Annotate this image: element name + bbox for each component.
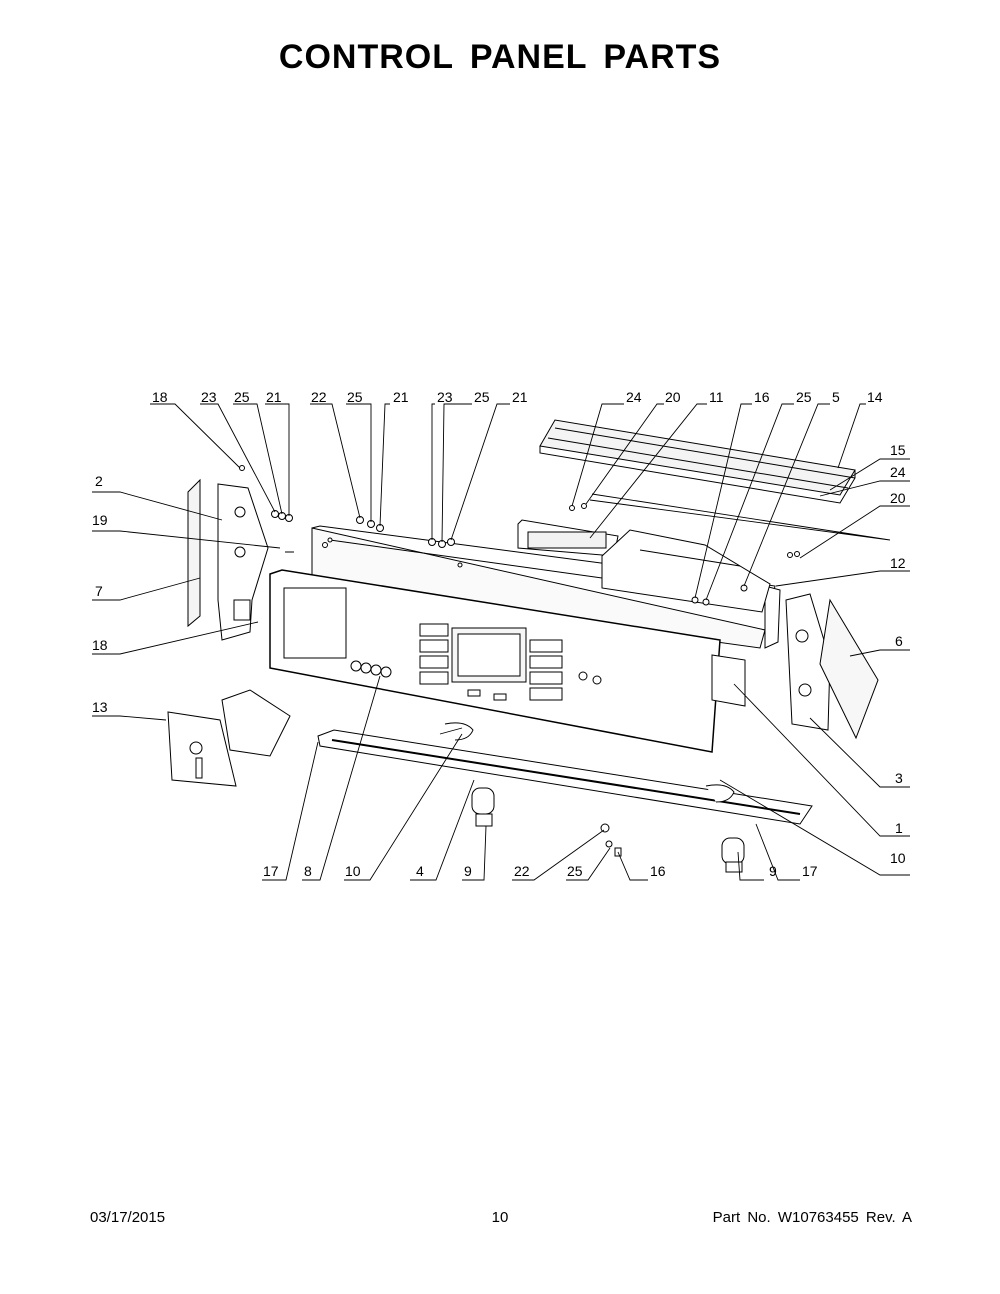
callout-number: 8 [304, 863, 312, 879]
leader-lines [92, 403, 910, 881]
callout-number: 9 [464, 863, 472, 879]
callout-number: 10 [890, 850, 906, 866]
callout-number: 2 [95, 473, 103, 489]
callout-labels: 18 23 25 21 22 25 21 23 25 21 24 20 11 1… [92, 389, 906, 879]
ui-bracket-box [517, 519, 619, 557]
callout-number: 22 [514, 863, 530, 879]
callout-number: 23 [201, 389, 217, 405]
callout-number: 7 [95, 583, 103, 599]
callout-number: 25 [347, 389, 363, 405]
parts-drawing [167, 419, 879, 873]
callout-number: 14 [867, 389, 883, 405]
callout-number: 21 [393, 389, 409, 405]
callout-number: 25 [796, 389, 812, 405]
callout-number: 25 [234, 389, 250, 405]
lower-trim [317, 722, 813, 825]
callout-number: 17 [263, 863, 279, 879]
footer-part-number: Part No. W10763455 Rev. A [712, 1209, 912, 1226]
left-switch-bracket [167, 689, 291, 787]
footer-page-number: 10 [491, 1209, 509, 1226]
callout-number: 25 [474, 389, 490, 405]
callout-number: 10 [345, 863, 361, 879]
callout-number: 21 [266, 389, 282, 405]
callout-number: 16 [754, 389, 770, 405]
callout-number: 15 [890, 442, 906, 458]
top-trim-strip [539, 419, 856, 504]
knob-right [721, 837, 745, 873]
callout-number: 19 [92, 512, 108, 528]
callout-number: 23 [437, 389, 453, 405]
callout-number: 11 [709, 389, 724, 405]
callout-number: 17 [802, 863, 818, 879]
callout-number: 20 [890, 490, 906, 506]
callout-number: 21 [512, 389, 528, 405]
callout-number: 3 [895, 770, 903, 786]
footer-date: 03/17/2015 [90, 1209, 166, 1226]
callout-number: 4 [416, 863, 424, 879]
callout-number: 16 [650, 863, 666, 879]
hardware [239, 465, 800, 857]
callout-number: 22 [311, 389, 327, 405]
callout-number: 24 [626, 389, 642, 405]
callout-number: 13 [92, 699, 108, 715]
control-panel-glass [269, 569, 746, 753]
right-endcap [785, 593, 879, 740]
callout-number: 9 [769, 863, 777, 879]
callout-number: 1 [895, 820, 903, 836]
page-title: CONTROL PANEL PARTS [278, 38, 722, 76]
callout-number: 5 [832, 389, 840, 405]
callout-number: 12 [890, 555, 906, 571]
callout-number: 18 [152, 389, 168, 405]
callout-number: 25 [567, 863, 583, 879]
callout-number: 24 [890, 464, 906, 480]
callout-number: 6 [895, 633, 903, 649]
callout-number: 20 [665, 389, 681, 405]
callout-number: 18 [92, 637, 108, 653]
knob-left [471, 787, 495, 827]
left-endcap [187, 478, 269, 641]
